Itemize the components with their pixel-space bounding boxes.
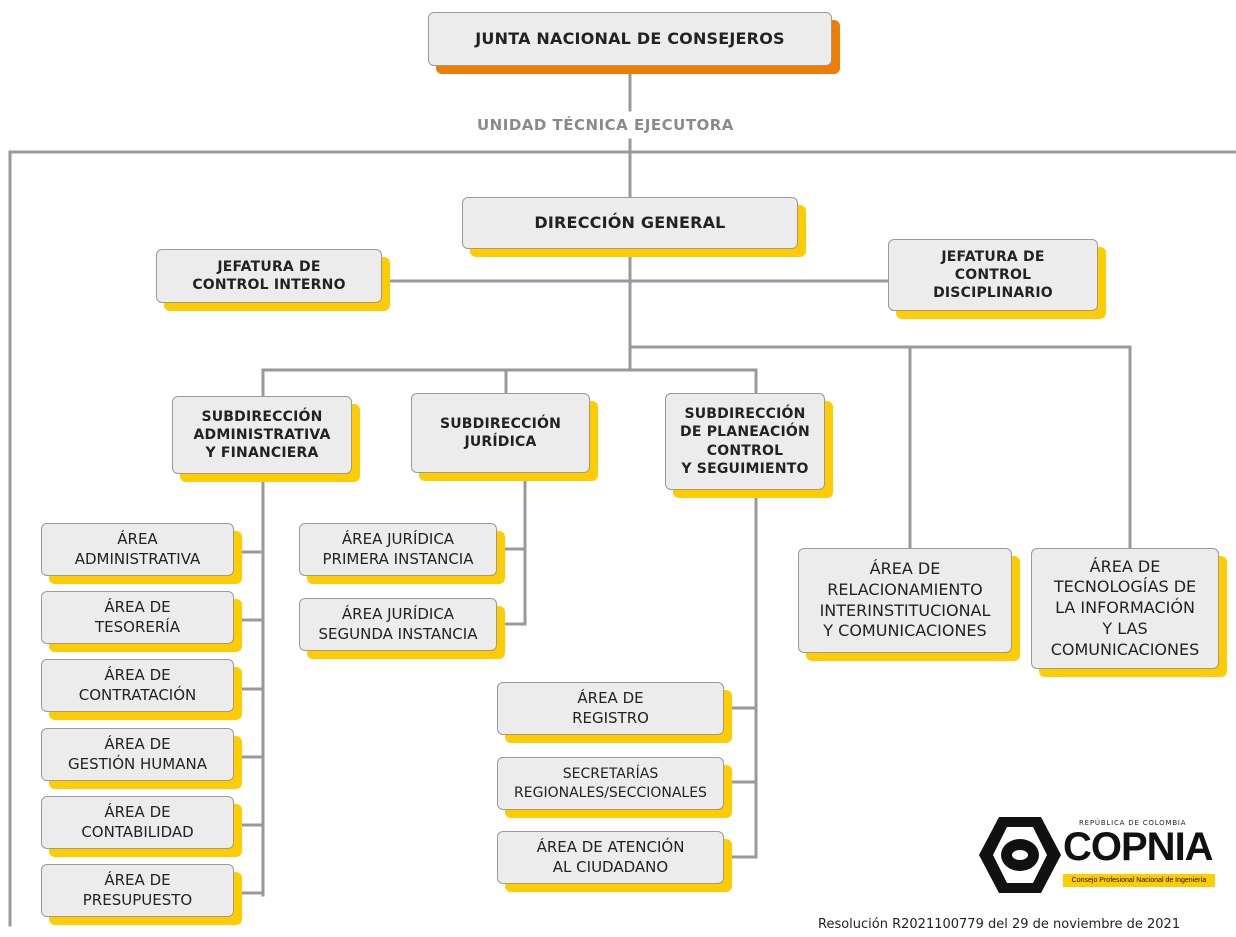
general-direction-box: DIRECCIÓN GENERAL <box>462 197 798 249</box>
logo-subtitle: Consejo Profesional Nacional de Ingenier… <box>1063 874 1215 887</box>
planning-area-box: ÁREA DE ATENCIÓN AL CIUDADANO <box>497 831 724 884</box>
admin-area-box: ÁREA ADMINISTRATIVA <box>41 523 234 576</box>
admin-area-box: ÁREA DE TESORERÍA <box>41 591 234 644</box>
copnia-emblem-icon <box>979 817 1061 893</box>
admin-area-box: ÁREA DE GESTIÓN HUMANA <box>41 728 234 781</box>
legal-area-box: ÁREA JURÍDICA SEGUNDA INSTANCIA <box>299 598 497 651</box>
it-area-box: ÁREA DE TECNOLOGÍAS DE LA INFORMACIÓN Y … <box>1031 548 1219 669</box>
resolution-footer: Resolución R2021100779 del 29 de noviemb… <box>818 917 1181 932</box>
admin-area-box: ÁREA DE CONTABILIDAD <box>41 796 234 849</box>
disciplinary-control-box: JEFATURA DE CONTROL DISCIPLINARIO <box>888 239 1098 311</box>
subdirection-administrative-box: SUBDIRECCIÓN ADMINISTRATIVA Y FINANCIERA <box>172 396 352 474</box>
copnia-logo: REPÚBLICA DE COLOMBIA COPNIA Consejo Pro… <box>977 815 1217 895</box>
board-box: JUNTA NACIONAL DE CONSEJEROS <box>428 12 832 66</box>
technical-unit-label: UNIDAD TÉCNICA EJECUTORA <box>477 116 734 134</box>
relations-area-box: ÁREA DE RELACIONAMIENTO INTERINSTITUCION… <box>798 548 1012 653</box>
admin-area-box: ÁREA DE CONTRATACIÓN <box>41 659 234 712</box>
logo-country: REPÚBLICA DE COLOMBIA <box>1079 819 1187 827</box>
planning-area-box: ÁREA DE REGISTRO <box>497 682 724 735</box>
logo-name: COPNIA <box>1063 825 1214 869</box>
subdirection-planning-box: SUBDIRECCIÓN DE PLANEACIÓN CONTROL Y SEG… <box>665 393 825 490</box>
internal-control-box: JEFATURA DE CONTROL INTERNO <box>156 249 382 303</box>
subdirection-legal-box: SUBDIRECCIÓN JURÍDICA <box>411 393 590 473</box>
legal-area-box: ÁREA JURÍDICA PRIMERA INSTANCIA <box>299 523 497 576</box>
admin-area-box: ÁREA DE PRESUPUESTO <box>41 864 234 917</box>
planning-area-box: SECRETARÍAS REGIONALES/SECCIONALES <box>497 757 724 810</box>
